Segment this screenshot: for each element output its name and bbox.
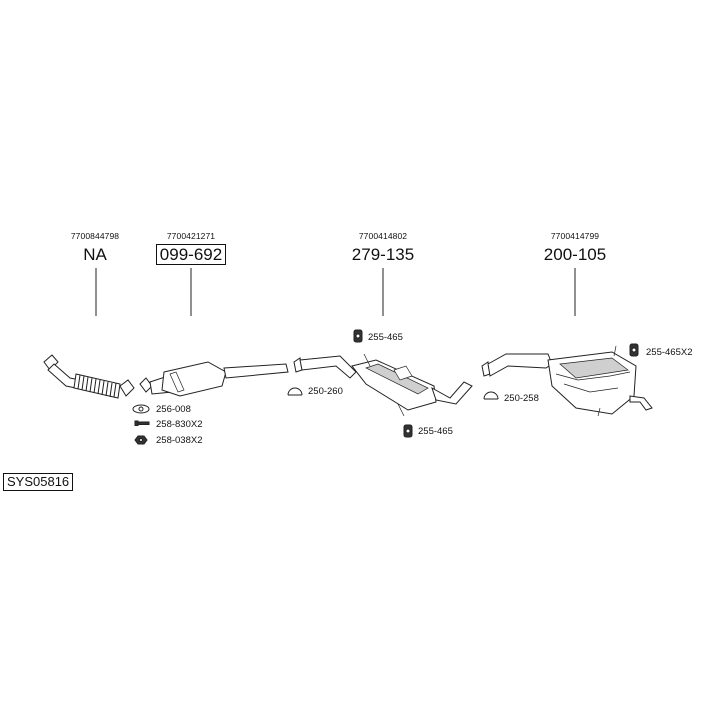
front-pipe-drawing — [43, 354, 135, 399]
part-code-catalyst-text: 099-692 — [155, 244, 227, 265]
clamp-label-2: 250-258 — [504, 393, 539, 404]
part-code-middle-silencer: 279-135 — [351, 245, 415, 264]
hanger-icon-2 — [403, 424, 413, 438]
hanger-label-2: 255-465 — [418, 426, 453, 437]
bolt-label: 258-830X2 — [156, 419, 203, 430]
catalyst-drawing — [139, 361, 289, 397]
hanger-icon-3 — [629, 343, 639, 357]
nut-icon — [134, 435, 148, 445]
part-code-catalyst[interactable]: 099-692 — [136, 244, 246, 265]
hanger-icon-1 — [353, 329, 363, 343]
gasket-icon — [132, 404, 150, 414]
gasket-label: 256-008 — [156, 404, 191, 415]
oem-number-middle-silencer: 7700414802 — [358, 231, 408, 241]
hanger-label-3: 255-465X2 — [646, 347, 693, 358]
oem-number-front-pipe: 7700844798 — [70, 231, 120, 241]
oem-number-rear-silencer: 7700414799 — [550, 231, 600, 241]
part-code-front-pipe: NA — [83, 245, 107, 264]
part-code-rear-silencer: 200-105 — [543, 245, 607, 264]
bolt-icon — [134, 420, 150, 426]
oem-number-catalyst: 7700421271 — [166, 231, 216, 241]
nut-label: 258-038X2 — [156, 435, 203, 446]
middle-silencer-drawing — [293, 353, 473, 417]
system-id-box: SYS05816 — [3, 473, 74, 491]
clamp-icon-2 — [483, 391, 499, 400]
rear-silencer-drawing — [481, 345, 653, 417]
hanger-label-1: 255-465 — [368, 332, 403, 343]
clamp-label-1: 250-260 — [308, 386, 343, 397]
clamp-icon-1 — [287, 387, 303, 396]
